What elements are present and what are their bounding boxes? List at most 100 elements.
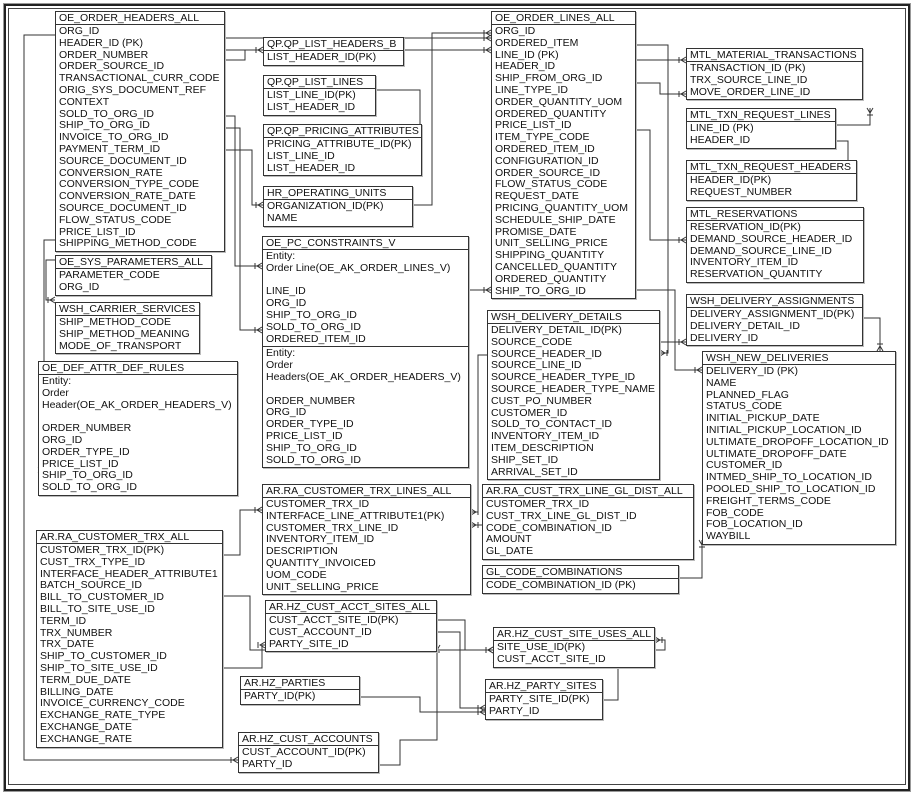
entity-title: OE_DEF_ATTR_DEF_RULES <box>39 362 237 375</box>
entity-field: ORGANIZATION_ID(PK) <box>267 200 384 212</box>
entity-field: SHIP_METHOD_MEANING <box>59 327 190 340</box>
entity-field: ORDER_SOURCE_ID <box>495 166 601 179</box>
entity-title: AR.RA_CUSTOMER_TRX_LINES_ALL <box>263 485 470 498</box>
entity-ra-customer-trx-lines-all[interactable]: AR.RA_CUSTOMER_TRX_LINES_ALL CUSTOMER_TRX… <box>262 484 471 596</box>
entity-field: TRX_DATE <box>40 638 95 651</box>
entity-field: TERM_ID <box>40 614 87 627</box>
entity-field: INVOICE_CURRENCY_CODE <box>40 697 185 710</box>
entity-field: ORG_ID <box>59 25 100 37</box>
entity-field: ORDERED_ITEM_ID <box>266 332 366 345</box>
crow-foot-marker <box>477 708 486 716</box>
entity-field: TRANSACTION_ID (PK) <box>690 62 806 74</box>
relationship-line <box>360 696 485 713</box>
entity-field: PAYMENT_TERM_ID <box>59 142 161 155</box>
entity-field: CUST_ACCOUNT_ID <box>269 625 372 638</box>
entity-field: REQUEST_NUMBER <box>690 185 793 198</box>
relationship-line <box>679 540 703 579</box>
entity-title: AR.RA_CUST_TRX_LINE_GL_DIST_ALL <box>483 485 693 498</box>
entity-field: CONVERSION_TYPE_CODE <box>59 178 200 191</box>
entity-field: DELIVERY_DETAIL_ID <box>690 319 800 332</box>
entity-field: SHIP_TO_ORG_ID <box>495 284 586 297</box>
entity-title: AR.HZ_CUST_ACCOUNTS <box>239 733 378 746</box>
entity-field: SHIP_TO_ORG_ID <box>59 119 150 132</box>
entity-field: EXCHANGE_DATE <box>40 720 132 733</box>
crow-foot-marker <box>230 756 239 764</box>
entity-field: SOURCE_DOCUMENT_ID <box>59 201 187 214</box>
entity-field: FREIGHT_TERMS_CODE <box>706 494 831 507</box>
entity-field: TRANSACTIONAL_CURR_CODE <box>59 72 220 85</box>
entity-field: ORDER_NUMBER <box>266 394 356 407</box>
entity-field: PARTY_SITE_ID <box>269 637 349 650</box>
entity-field: LIST_HEADER_ID <box>267 161 356 174</box>
entity-title: AR.HZ_CUST_ACCT_SITES_ALL <box>266 601 436 614</box>
entity-field: MOVE_ORDER_LINE_ID <box>690 85 811 98</box>
crow-foot-marker <box>678 236 687 244</box>
entity-field: FLOW_STATUS_CODE <box>495 178 608 191</box>
entity-field: ORG_ID <box>266 406 307 419</box>
entity-field: MODE_OF_TRANSPORT <box>59 339 182 352</box>
relationship-line <box>225 49 263 61</box>
entity-field: STATUS_CODE <box>706 400 783 413</box>
entity-field: HEADER_ID(PK) <box>690 174 772 186</box>
entity-field: PRICE_LIST_ID <box>42 457 119 470</box>
entity-field: SHIPPING_QUANTITY <box>495 249 605 262</box>
entity-field: UOM_CODE <box>266 568 327 581</box>
crow-foot-marker <box>255 46 264 54</box>
entity-field: PARTY_ID(PK) <box>244 690 316 702</box>
entity-field: SOLD_TO_CONTACT_ID <box>491 418 612 431</box>
entity-field: Entity: <box>266 347 296 360</box>
entity-field: CONTEXT <box>59 95 110 108</box>
entity-title: OE_PC_CONSTRAINTS_V <box>263 237 468 250</box>
entity-field: Order <box>42 386 69 399</box>
entity-field: PLANNED_FLAG <box>706 388 789 401</box>
entity-field: BATCH_SOURCE_ID <box>40 579 142 592</box>
entity-field: INVENTORY_ITEM_ID <box>491 430 600 443</box>
entity-field: LIST_LINE_ID(PK) <box>267 89 356 101</box>
entity-field: BILL_TO_CUSTOMER_ID <box>40 591 164 604</box>
relationship-line <box>471 354 487 513</box>
entity-field: CUSTOMER_TRX_LINE_ID <box>266 521 399 534</box>
crow-foot-marker <box>254 506 263 514</box>
entity-title: WSH_DELIVERY_ASSIGNMENTS <box>687 295 862 308</box>
entity-field: FLOW_STATUS_CODE <box>59 213 172 226</box>
relationship-line <box>636 289 702 371</box>
entity-field: LIST_HEADER_ID <box>267 100 356 113</box>
entity-field: ORDERED_ITEM_ID <box>495 142 595 155</box>
entity-field: Headers(OE_AK_ORDER_HEADERS_V) <box>266 370 461 383</box>
entity-field: FOB_CODE <box>706 506 764 519</box>
entity-field: ORDER_TYPE_ID <box>266 418 354 431</box>
entity-field: CUST_TRX_LINE_GL_DIST_ID <box>486 509 637 522</box>
entity-title: MTL_TXN_REQUEST_LINES <box>687 109 835 122</box>
entity-field: ITEM_DESCRIPTION <box>491 441 594 454</box>
entity-field: DELIVERY_ID <box>690 331 759 344</box>
entity-field: WAYBILL <box>706 530 751 543</box>
entity-field: SOLD_TO_ORG_ID <box>266 320 361 333</box>
entity-field: AMOUNT <box>486 533 532 546</box>
entity-field: GL_DATE <box>486 545 534 558</box>
